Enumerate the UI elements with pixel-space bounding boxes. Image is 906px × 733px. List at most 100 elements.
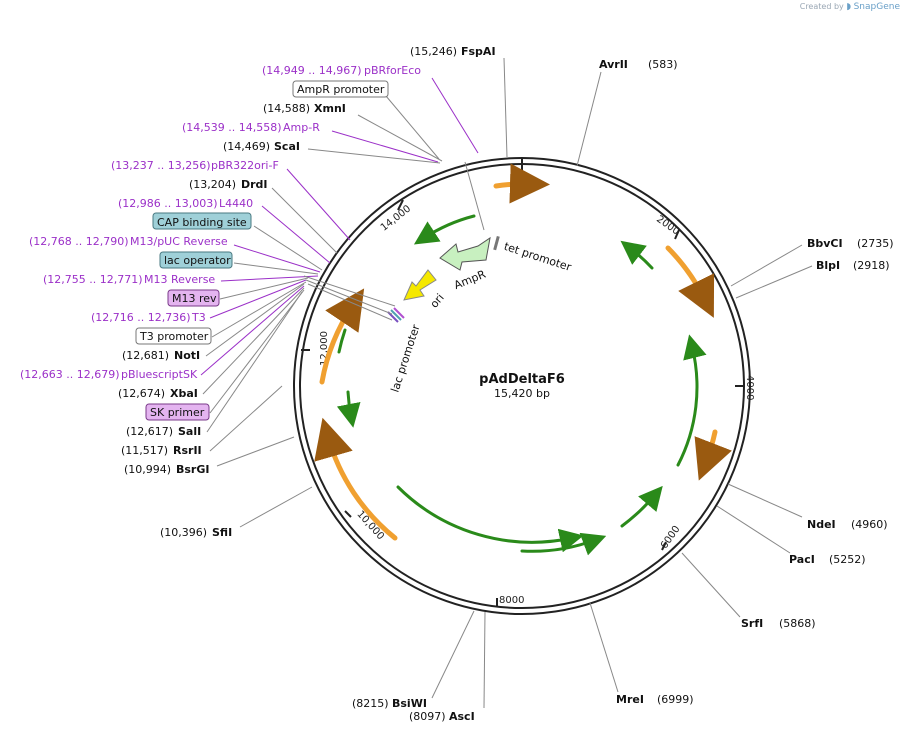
- snapgene-brand-name: SnapGene: [853, 2, 900, 12]
- drdi-pos: (13,204): [189, 178, 236, 191]
- tick-12000: 12,000: [319, 331, 330, 366]
- orf-arc-top: [493, 163, 550, 204]
- l4440-pos: (12,986 .. 13,003): [118, 197, 218, 210]
- m13-puc-reverse-pos: (12,768 .. 12,790): [29, 235, 129, 248]
- ampr-promoter-label: AmpR promoter: [297, 83, 385, 96]
- ori-label: ori: [428, 291, 447, 310]
- gene-arc-right-long: [676, 334, 707, 467]
- tick-6000: 6000: [659, 524, 683, 551]
- bbvci-name: BbvCI: [807, 237, 843, 250]
- m13-puc-reverse-name: M13/pUC Reverse: [130, 235, 228, 248]
- bsiwi-name: BsiWI: [392, 697, 427, 710]
- plasmid-name: pAdDeltaF6: [479, 372, 565, 387]
- left-labels: (15,246) FspAI (14,949 .. 14,967) pBRfor…: [20, 45, 496, 539]
- pbr322ori-f-name: pBR322ori-F: [211, 159, 279, 172]
- bsrgi-name: BsrGI: [176, 463, 209, 476]
- fspai-name: FspAI: [461, 45, 496, 58]
- right-labels: AvrII (583) BbvCI (2735) BlpI (2918) Nde…: [599, 58, 894, 706]
- scai-name: ScaI: [274, 140, 300, 153]
- mrei-pos: (6999): [657, 693, 694, 706]
- orf-arc-left: [319, 288, 365, 385]
- bbvci-pos: (2735): [857, 237, 894, 250]
- sfii-pos: (10,396): [160, 526, 207, 539]
- gene-arc-top-left: [413, 214, 476, 245]
- paci-pos: (5252): [829, 553, 866, 566]
- xbai-name: XbaI: [170, 387, 198, 400]
- sali-pos: (12,617): [126, 425, 173, 438]
- pbrforeco-pos: (14,949 .. 14,967): [262, 64, 362, 77]
- ampr-label: AmpR: [452, 268, 488, 292]
- ori-arrow: [403, 269, 437, 301]
- tick-4000: 4000: [744, 375, 755, 400]
- cap-binding-site-label: CAP binding site: [157, 216, 247, 229]
- m13-rev-label: M13 rev: [172, 292, 217, 305]
- pbr322ori-f-pos: (13,237 .. 13,256): [111, 159, 211, 172]
- xbai-pos: (12,674): [118, 387, 165, 400]
- tick-14000: 14,000: [379, 203, 413, 233]
- pbluescriptsk-pos: (12,663 .. 12,679): [20, 368, 120, 381]
- noti-name: NotI: [174, 349, 200, 362]
- sfii-name: SfiI: [212, 526, 232, 539]
- ndei-pos: (4960): [851, 518, 888, 531]
- pbrforeco-name: pBRforEco: [364, 64, 421, 77]
- orf-arc-right-low: [694, 429, 732, 481]
- ampr-arrow: [439, 236, 491, 271]
- feature-arcs: [314, 163, 732, 556]
- lac-promoter-marks: [387, 307, 405, 323]
- pbluescriptsk-name: pBluescriptSK: [121, 368, 198, 381]
- left-leader-lines: [200, 57, 508, 528]
- bsrgi-pos: (10,994): [124, 463, 171, 476]
- bottom-leader-lines: [431, 610, 486, 709]
- ndei-name: NdeI: [807, 518, 836, 531]
- gene-arc-bottom-long: [396, 485, 584, 553]
- avrii-name: AvrII: [599, 58, 628, 71]
- bottom-labels: (8215) BsiWI (8097) AscI: [352, 697, 475, 723]
- fspai-pos: (15,246): [410, 45, 457, 58]
- noti-pos: (12,681): [122, 349, 169, 362]
- xmni-pos: (14,588): [263, 102, 310, 115]
- scai-pos: (14,469): [223, 140, 270, 153]
- m13-reverse-pos: (12,755 .. 12,771): [43, 273, 143, 286]
- srfi-name: SrfI: [741, 617, 763, 630]
- gene-arc-left-mid: [337, 328, 347, 354]
- gene-arc-left-small: [336, 390, 361, 428]
- paci-name: PacI: [789, 553, 815, 566]
- t3-pos: (12,716 .. 12,736): [91, 311, 191, 324]
- srfi-pos: (5868): [779, 617, 816, 630]
- plasmid-length: 15,420 bp: [494, 387, 550, 400]
- left-label-boxes: [135, 80, 389, 421]
- bsiwi-pos: (8215): [352, 697, 389, 710]
- amp-r-name: Amp-R: [283, 121, 320, 134]
- lac-operator-label: lac operator: [164, 254, 231, 267]
- m13-reverse-name: M13 Reverse: [144, 273, 215, 286]
- sali-name: SalI: [178, 425, 201, 438]
- drdi-name: DrdI: [241, 178, 268, 191]
- orf-arc-bottom-left: [314, 417, 398, 541]
- asci-name: AscI: [449, 710, 475, 723]
- l4440-name: L4440: [219, 197, 253, 210]
- t3-name: T3: [191, 311, 206, 324]
- inner-features: [387, 235, 500, 323]
- gene-arc-bottom-right: [620, 485, 663, 528]
- xmni-name: XmnI: [314, 102, 346, 115]
- sk-primer-label: SK primer: [150, 406, 205, 419]
- orf-arc-right: [665, 245, 715, 318]
- created-by-text: Created by: [799, 2, 844, 11]
- lac-promoter-label: lac promoter: [388, 323, 422, 394]
- t3-promoter-label: T3 promoter: [139, 330, 209, 343]
- gene-arc-right-small: [620, 240, 654, 270]
- amp-r-pos: (14,539 .. 14,558): [182, 121, 282, 134]
- blpi-name: BlpI: [816, 259, 840, 272]
- snapgene-credit: Created by ◗ SnapGene: [800, 2, 900, 12]
- asci-pos: (8097): [409, 710, 446, 723]
- blpi-pos: (2918): [853, 259, 890, 272]
- snapgene-logo-icon: ◗: [846, 2, 852, 12]
- right-leader-lines: [576, 71, 813, 693]
- tick-8000: 8000: [499, 595, 524, 606]
- gene-arc-bottom-mid: [520, 532, 607, 556]
- mrei-name: MreI: [616, 693, 644, 706]
- rsrii-name: RsrII: [173, 444, 202, 457]
- tet-promoter-mark: [493, 235, 500, 251]
- rsrii-pos: (11,517): [121, 444, 168, 457]
